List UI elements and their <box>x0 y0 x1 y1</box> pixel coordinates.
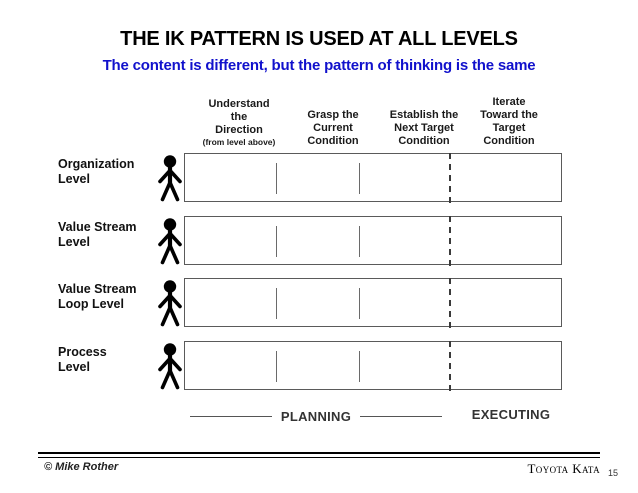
row-label-line-2: Level <box>58 172 90 186</box>
stage-track-box <box>184 216 562 266</box>
stage-divider-solid-2 <box>359 163 360 194</box>
planning-rule-right <box>360 415 443 417</box>
stage-track-box <box>184 341 562 391</box>
person-figure-icon <box>155 342 185 390</box>
footer-brand-toyota-kata: Toyota Kata <box>527 461 600 476</box>
row-label-line-1: Value Stream <box>58 220 137 234</box>
column-header-line-1: Understand <box>208 98 270 110</box>
page-number: 15 <box>608 468 619 478</box>
column-header-line-3: Condition <box>307 135 359 147</box>
row-label-line-1: Process <box>58 345 107 359</box>
stage-divider-solid-1 <box>276 163 277 194</box>
planning-executing-divider <box>449 216 451 266</box>
column-header-line-2: Target <box>492 122 526 134</box>
level-row-value-stream-loop: Value Stream Loop Level <box>50 276 570 328</box>
column-header-establish-next-target-condition: Establish the Next Target Condition <box>372 109 476 148</box>
column-header-iterate-toward-target-condition: Iterate Toward the Target Condition <box>454 96 564 148</box>
planning-executing-divider <box>449 153 451 203</box>
column-header-subnote: (from level above) <box>202 137 276 147</box>
row-label: Process Level <box>58 345 162 375</box>
stage-track-box <box>184 153 562 203</box>
stage-divider-solid-2 <box>359 288 360 319</box>
column-header-line-3: Condition <box>483 135 535 147</box>
row-label-line-2: Loop Level <box>58 297 124 311</box>
footer-copyright: © Mike Rother <box>44 461 119 473</box>
planning-label: PLANNING <box>280 408 352 424</box>
row-label: Value Stream Loop Level <box>58 282 162 312</box>
phase-bar: PLANNING EXECUTING <box>184 404 562 428</box>
footer-divider-thick <box>38 452 600 454</box>
planning-executing-divider <box>449 341 451 391</box>
stage-divider-solid-1 <box>276 351 277 382</box>
column-header-line-1: Establish the <box>389 109 459 121</box>
column-header-understand-direction: Understand the Direction (from level abo… <box>184 98 294 148</box>
stage-divider-solid-2 <box>359 226 360 257</box>
row-label-line-2: Level <box>58 235 90 249</box>
stage-divider-solid-1 <box>276 226 277 257</box>
page-subtitle: The content is different, but the patter… <box>102 57 536 74</box>
column-header-grasp-current-condition: Grasp the Current Condition <box>289 109 377 148</box>
row-label: Organization Level <box>58 157 162 187</box>
column-header-row: Understand the Direction (from level abo… <box>184 86 562 148</box>
stage-divider-solid-2 <box>359 351 360 382</box>
column-header-line-0: Iterate <box>492 96 526 108</box>
page-title: THE IK PATTERN IS USED AT ALL LEVELS <box>120 28 518 50</box>
level-row-process: Process Level <box>50 339 570 391</box>
person-figure-icon <box>155 279 185 327</box>
person-figure-icon <box>155 217 185 265</box>
column-header-line-3: Direction <box>215 124 263 136</box>
row-label-line-2: Level <box>58 360 90 374</box>
planning-rule-left <box>190 415 272 417</box>
planning-executing-divider <box>449 278 451 328</box>
person-figure-icon <box>155 154 185 202</box>
executing-label: EXECUTING <box>471 407 551 422</box>
column-header-line-3: Condition <box>398 135 450 147</box>
planning-group: PLANNING <box>190 404 443 428</box>
row-label-line-1: Value Stream <box>58 282 137 296</box>
row-label-line-1: Organization <box>58 157 135 171</box>
column-header-line-2: the <box>230 111 248 123</box>
column-header-line-1: Grasp the <box>307 109 359 121</box>
stage-divider-solid-1 <box>276 288 277 319</box>
row-label: Value Stream Level <box>58 220 162 250</box>
level-row-organization: Organization Level <box>50 151 570 203</box>
column-header-line-2: Next Target <box>394 122 454 134</box>
column-header-line-1: Toward the <box>480 109 538 121</box>
stage-track-box <box>184 278 562 328</box>
level-row-value-stream: Value Stream Level <box>50 214 570 266</box>
column-header-line-2: Current <box>313 122 353 134</box>
footer-divider-thin <box>38 457 600 458</box>
